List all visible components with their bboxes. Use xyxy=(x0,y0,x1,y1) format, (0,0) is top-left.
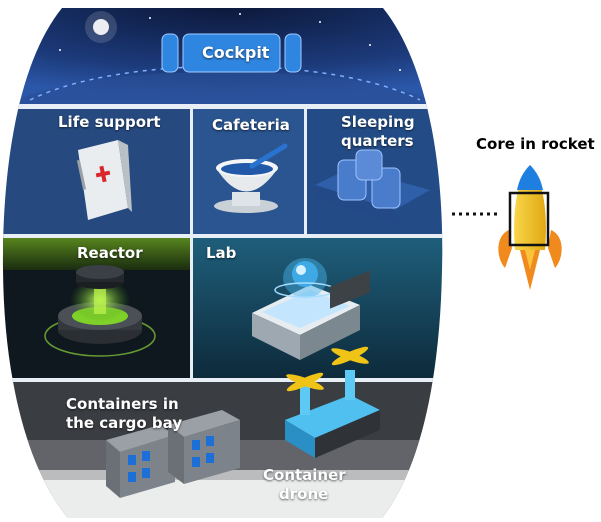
drone-label-line2: drone xyxy=(279,485,329,503)
reactor-label: Reactor xyxy=(77,244,143,262)
rocket-icon xyxy=(498,165,562,290)
core-highlight-box xyxy=(508,191,550,247)
life-support-label: Life support xyxy=(58,113,161,131)
cockpit-button xyxy=(161,33,302,73)
cockpit-label: Cockpit xyxy=(202,43,270,62)
cargo-container-icon xyxy=(106,410,240,498)
lab-label: Lab xyxy=(206,244,237,262)
mortar-bowl-icon xyxy=(214,143,288,213)
core-in-rocket-label: Core in rocket xyxy=(476,135,595,153)
reactor-section xyxy=(2,236,192,270)
drone-icon xyxy=(285,270,380,458)
cafeteria-label: Cafeteria xyxy=(212,116,290,134)
first-aid-kit-icon xyxy=(76,140,132,220)
reactor-core-icon xyxy=(44,265,156,357)
sleeping-quarters-label-line1: Sleeping xyxy=(341,113,415,131)
drone-label-line1: Container xyxy=(263,466,346,484)
sleeping-quarters-label-line2: quarters xyxy=(341,132,414,150)
cargo-label-line1: Containers in xyxy=(66,395,179,413)
cargo-label-line2: the cargo bay xyxy=(66,414,183,432)
star-icon xyxy=(93,19,109,35)
ship-hull xyxy=(2,8,443,518)
sleeping-pods-icon xyxy=(315,149,430,222)
